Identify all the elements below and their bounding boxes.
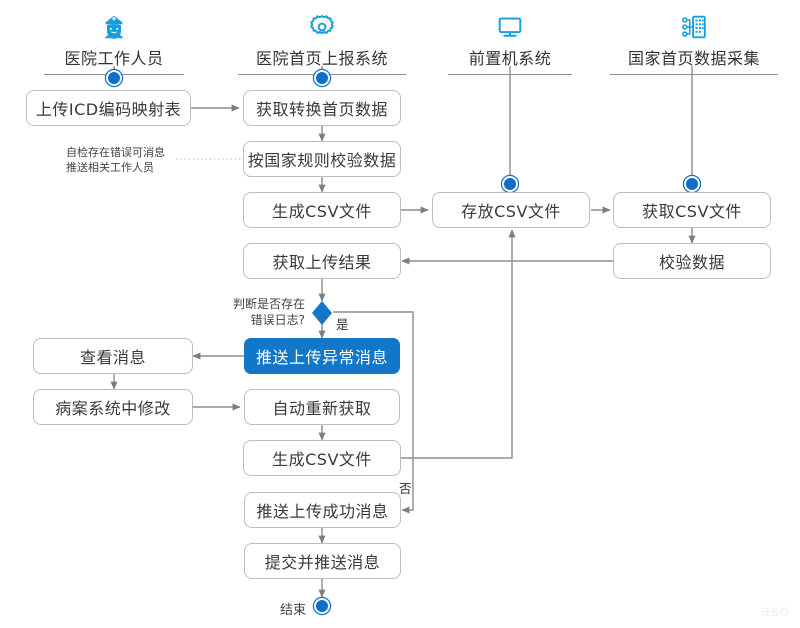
node-upload-icd[interactable]: 上传ICD编码映射表 (26, 90, 191, 126)
node-label: 查看消息 (79, 348, 146, 367)
node-verify-data[interactable]: 校验数据 (613, 243, 771, 279)
self-check-line2: 推送相关工作人员 (66, 161, 154, 174)
edge-label-no: 否 (399, 481, 412, 496)
node-push-error[interactable]: 推送上传异常消息 (244, 338, 400, 374)
node-gen-csv-1[interactable]: 生成CSV文件 (243, 192, 401, 228)
node-label: 生成CSV文件 (272, 450, 372, 469)
decision-question-line1: 判断是否存在 (233, 297, 306, 311)
nurse-icon (44, 6, 184, 42)
lane-header-frontend: 前置机系统 (448, 6, 572, 75)
node-submit-push[interactable]: 提交并推送消息 (244, 543, 401, 579)
node-fetch-convert[interactable]: 获取转换首页数据 (243, 90, 401, 126)
lane-header-national: 国家首页数据采集 (610, 6, 778, 75)
lane-header-staff: 医院工作人员 (44, 6, 184, 75)
decision-diamond[interactable] (310, 300, 334, 326)
edge-label-yes: 是 (336, 317, 349, 332)
node-label: 按国家规则校验数据 (247, 151, 397, 170)
node-push-success[interactable]: 推送上传成功消息 (244, 492, 401, 528)
node-label: 推送上传异常消息 (255, 348, 388, 367)
node-fetch-result[interactable]: 获取上传结果 (243, 243, 401, 279)
node-fetch-csv[interactable]: 获取CSV文件 (613, 192, 771, 228)
node-fix-in-emr[interactable]: 病案系统中修改 (33, 389, 193, 425)
node-store-csv[interactable]: 存放CSV文件 (432, 192, 590, 228)
gear-icon (238, 6, 406, 42)
start-dot-staff (106, 70, 122, 86)
node-auto-refetch[interactable]: 自动重新获取 (244, 389, 400, 425)
start-dot-national (684, 176, 700, 192)
decision-question-line2: 错误日志? (250, 313, 306, 327)
watermark: aso (760, 602, 790, 620)
server-icon (610, 6, 778, 42)
lane-label-national: 国家首页数据采集 (610, 42, 778, 75)
end-dot (314, 598, 330, 614)
node-view-message[interactable]: 查看消息 (33, 338, 193, 374)
decision-question: 判断是否存在 错误日志? (233, 296, 305, 328)
node-label: 获取转换首页数据 (255, 100, 388, 119)
monitor-icon (448, 6, 572, 42)
node-label: 校验数据 (658, 253, 725, 272)
node-validate-rules[interactable]: 按国家规则校验数据 (243, 141, 401, 177)
start-dot-frontend (502, 176, 518, 192)
node-label: 推送上传成功消息 (256, 502, 389, 521)
node-label: 自动重新获取 (272, 399, 372, 418)
end-label: 结束 (280, 603, 307, 618)
node-label: 提交并推送消息 (264, 553, 381, 572)
lane-label-frontend: 前置机系统 (448, 42, 572, 75)
node-label: 存放CSV文件 (461, 202, 561, 221)
node-label: 生成CSV文件 (272, 202, 372, 221)
self-check-annotation: 自检存在错误可消息 推送相关工作人员 (66, 145, 165, 175)
node-label: 病案系统中修改 (55, 399, 171, 418)
node-label: 获取CSV文件 (642, 202, 742, 221)
node-gen-csv-2[interactable]: 生成CSV文件 (243, 440, 401, 476)
self-check-line1: 自检存在错误可消息 (66, 146, 165, 159)
node-label: 上传ICD编码映射表 (35, 100, 182, 119)
start-dot-report (314, 70, 330, 86)
lane-header-report: 医院首页上报系统 (238, 6, 406, 75)
node-label: 获取上传结果 (272, 253, 372, 272)
